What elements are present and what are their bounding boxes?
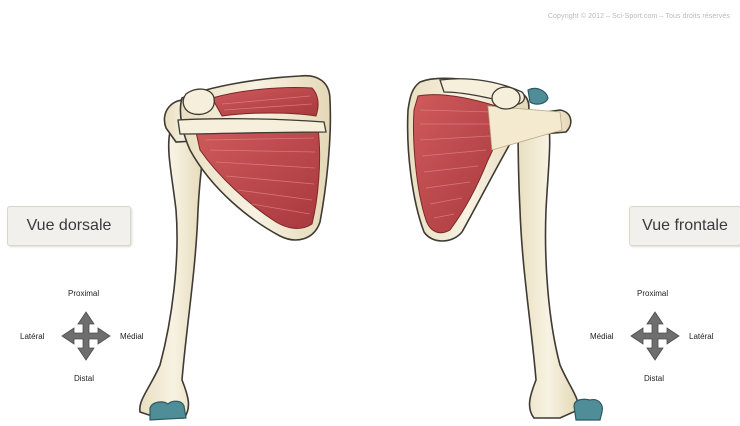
compass-right-lateral: Latéral — [689, 332, 713, 341]
frontal-view-humerus — [516, 110, 602, 420]
compass-left-medial: Médial — [120, 332, 144, 341]
direction-cross-right — [631, 312, 679, 360]
compass-left-distal: Distal — [74, 374, 94, 383]
dorsal-view-label: Vue dorsale — [7, 206, 131, 246]
compass-right-proximal: Proximal — [637, 289, 668, 298]
compass-right-medial: Médial — [590, 332, 614, 341]
compass-left-lateral: Latéral — [20, 332, 44, 341]
frontal-view-label: Vue frontale — [629, 206, 740, 246]
compass-right-distal: Distal — [644, 374, 664, 383]
dorsal-view-scapula — [178, 76, 330, 240]
compass-left-proximal: Proximal — [68, 289, 99, 298]
direction-cross-left — [62, 312, 110, 360]
